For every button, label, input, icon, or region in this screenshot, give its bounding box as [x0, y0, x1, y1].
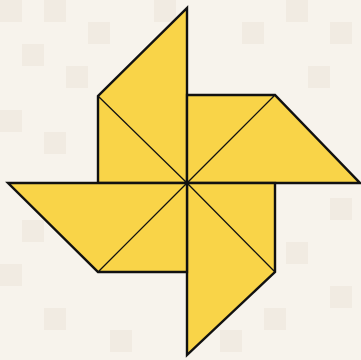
pinwheel-blade-bottom: [187, 183, 275, 355]
pinwheel-blade-top: [98, 8, 187, 183]
pinwheel-blade-right: [187, 95, 360, 183]
pinwheel-blade-left: [8, 183, 187, 272]
